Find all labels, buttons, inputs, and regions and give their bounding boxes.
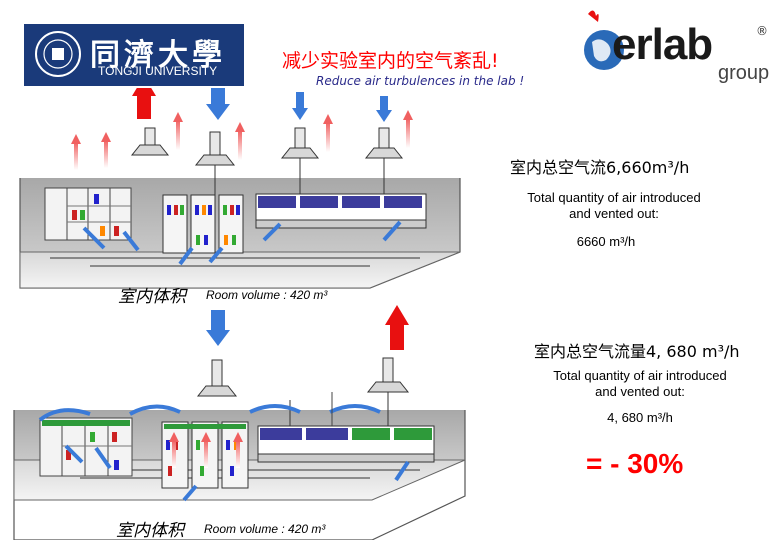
room-volume-cn-after: 室内体积 bbox=[116, 516, 184, 541]
exhaust-arrows-small-top bbox=[71, 110, 413, 170]
tongji-name-en: TONGJI UNIVERSITY bbox=[98, 64, 217, 78]
main-exhaust-arrow-bottom bbox=[385, 305, 409, 350]
page-title-cn: 减少实验室内的空气紊乱! bbox=[282, 46, 499, 73]
reduction-value: = - 30% bbox=[586, 448, 683, 480]
airflow-after-cn: 室内总空气流量4, 680 m³/h bbox=[534, 338, 740, 362]
main-supply-arrow-top bbox=[206, 84, 230, 120]
main-supply-arrow-bottom bbox=[206, 310, 230, 346]
total-air-label-line2: and vented out: bbox=[496, 206, 732, 222]
room-volume-cn-before: 室内体积 bbox=[118, 282, 186, 307]
erlab-group-label: group bbox=[718, 62, 769, 85]
total-air-label-line2: and vented out: bbox=[522, 384, 758, 400]
tongji-seal-icon bbox=[32, 24, 92, 84]
floor bbox=[20, 252, 460, 288]
ventilated-cabinets-top bbox=[163, 195, 243, 253]
total-air-value-before: 6660 m³/h bbox=[546, 234, 666, 250]
room-volume-en-before: Room volume : 420 m³ bbox=[206, 288, 327, 302]
erlab-wordmark: erlab bbox=[612, 20, 712, 70]
storage-cabinet-bottom bbox=[40, 418, 132, 476]
total-air-label-after: Total quantity of air introduced and ven… bbox=[522, 368, 758, 400]
page-title-en: Reduce air turbulences in the lab ! bbox=[316, 74, 524, 88]
total-air-label-line1: Total quantity of air introduced bbox=[496, 190, 732, 206]
airflow-before-cn: 室内总空气流6,660m³/h bbox=[510, 154, 689, 178]
erlab-registered-mark: ® bbox=[756, 24, 768, 38]
total-air-label-line1: Total quantity of air introduced bbox=[522, 368, 758, 384]
supply-arrow-small-top-2 bbox=[376, 96, 392, 122]
total-air-label-before: Total quantity of air introduced and ven… bbox=[496, 190, 732, 222]
fume-hoods-bottom bbox=[258, 426, 434, 462]
total-air-value-after: 4, 680 m³/h bbox=[580, 410, 700, 426]
supply-arrow-small-top bbox=[292, 92, 308, 120]
room-volume-en-after: Room volume : 420 m³ bbox=[204, 522, 325, 536]
